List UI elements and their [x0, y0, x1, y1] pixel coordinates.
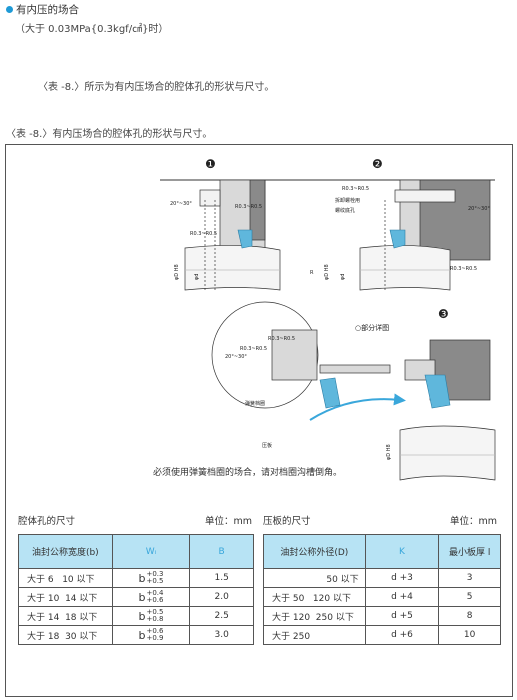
tolerance: b+0.5+0.8 [138, 608, 164, 623]
section-title: 有内压的场合 [16, 4, 79, 16]
label-d-1: φd [194, 274, 200, 280]
plate-size-table: 油封公称外径(D) K 最小板厚 l 50 以下 d +3 3 大于 50 12… [263, 534, 501, 645]
left-table-title: 腔体孔的尺寸 [18, 516, 76, 527]
cavity-size-table: 油封公称宽度(b) Wᵢ B 大于 6 10 以下 b+0.3+0.5 1.5 … [18, 534, 254, 645]
header-b: B [189, 534, 254, 569]
content-frame [5, 144, 513, 697]
label-dh8-3: φD H8 [386, 444, 392, 460]
label-fold-hole: 拆卸螺栓用 [335, 197, 360, 204]
figure-note: 必须使用弹簧档圈的场合，请对档圈沟槽倒角。 [153, 468, 343, 478]
label-angle3: 20°~30° [225, 354, 247, 360]
header-wi: Wᵢ [111, 534, 191, 569]
table-row: 大于 250 d +6 10 [263, 625, 501, 645]
table-row: 50 以下 d +3 3 [263, 568, 501, 588]
label-r1: R0.3~R0.5 [235, 204, 262, 210]
section-subtitle: （大于 0.03MPa{0.3kgf/㎠}时） [15, 24, 169, 35]
header-width: 油封公称宽度(b) [18, 534, 113, 569]
table-row: 大于 50 120 以下 d +4 5 [263, 587, 501, 607]
table-row: 大于 120 250 以下 d +5 8 [263, 606, 501, 626]
table-row: 大于 10 14 以下 b+0.4+0.6 2.0 [18, 587, 254, 607]
section-header: 有内压的场合 （大于 0.03MPa{0.3kgf/㎠}时） [6, 2, 168, 35]
marker-1: ❶ [205, 157, 216, 171]
left-table-unit: 单位：mm [205, 516, 253, 527]
label-dh8-2: φD H8 [324, 264, 330, 280]
intro-text: 〈表 -8.〉所示为有内压场合的腔体孔的形状与尺寸。 [38, 82, 275, 93]
label-r6: R0.3~R0.5 [240, 346, 267, 352]
header-thickness: 最小板厚 l [438, 534, 501, 569]
header-k: K [364, 534, 440, 569]
label-r5: R0.3~R0.5 [268, 336, 295, 342]
label-r4: R0.3~R0.5 [450, 266, 477, 272]
marker-3: ❸ [438, 307, 449, 321]
label-r3: R0.3~R0.5 [342, 186, 369, 192]
tolerance: b+0.6+0.9 [138, 627, 164, 642]
label-r2: R0.3~R0.5 [190, 231, 217, 237]
table-header-row: 油封公称宽度(b) Wᵢ B [18, 534, 254, 569]
tolerance: b+0.4+0.6 [138, 589, 164, 604]
table-row: 大于 14 18 以下 b+0.5+0.8 2.5 [18, 606, 254, 626]
label-d-2: φd [340, 274, 346, 280]
right-table-title: 压板的尺寸 [263, 516, 311, 527]
marker-2: ❷ [372, 157, 383, 171]
table-row: 大于 6 10 以下 b+0.3+0.5 1.5 [18, 568, 254, 588]
header-diameter: 油封公称外径(D) [263, 534, 366, 569]
table-row: 大于 18 30 以下 b+0.6+0.9 3.0 [18, 625, 254, 645]
label-screw-hole: 螺纹底孔 [335, 207, 355, 214]
seal-housing-diagram: ❶ ❷ ❸ R0.3~R0.5 R0.3~R0.5 R0.3~R0.5 R0.3… [160, 157, 496, 481]
table-caption: 〈表 -8.〉有内压场合的腔体孔的形状与尺寸。 [6, 129, 213, 140]
label-spring-groove: 弹簧档圈 [245, 400, 265, 407]
label-dh8-1: φD H8 [174, 264, 180, 280]
label-angle2: 20°~30° [468, 206, 490, 212]
table-header-row: 油封公称外径(D) K 最小板厚 l [263, 534, 501, 569]
label-plate: 压板 [262, 442, 272, 449]
tolerance: b+0.3+0.5 [138, 570, 164, 585]
label-r-dim: R [310, 270, 314, 276]
label-detail: ○部分详图 [355, 323, 389, 332]
bullet-icon [6, 6, 13, 13]
right-table-unit: 单位：mm [450, 516, 498, 527]
label-angle1: 20°~30° [170, 201, 192, 207]
